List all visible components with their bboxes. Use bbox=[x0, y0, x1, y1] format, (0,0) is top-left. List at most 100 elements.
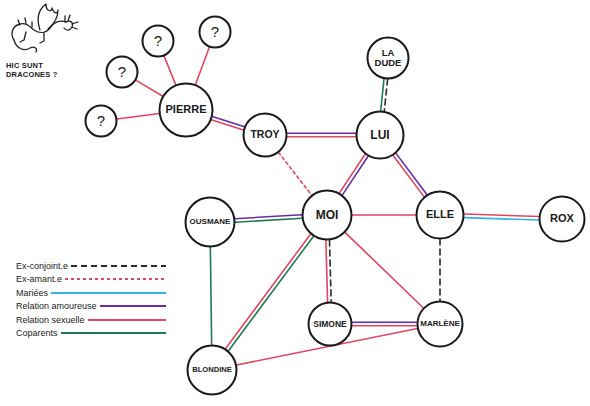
relation-line bbox=[210, 247, 211, 345]
circle-shape bbox=[86, 106, 117, 137]
legend-entry: Relation amoureuse bbox=[16, 300, 166, 314]
legend-entry: Coparents bbox=[16, 327, 166, 341]
legend-line-sample bbox=[71, 265, 166, 267]
relation-line bbox=[352, 325, 417, 327]
circle-shape bbox=[186, 198, 235, 247]
node-label-holder: ? bbox=[141, 24, 175, 58]
node-name: MARLÈNE bbox=[420, 320, 460, 328]
legend-entry: Relation sexuelle bbox=[16, 313, 166, 327]
relation-line bbox=[384, 79, 387, 111]
legend-entry: Ex-amant.e bbox=[16, 273, 166, 287]
node-label-holder: ELLE bbox=[415, 190, 465, 240]
node-label-holder: LUI bbox=[355, 110, 405, 160]
legend-swatch bbox=[100, 302, 166, 310]
legend-line-sample bbox=[61, 332, 166, 334]
node-name: ? bbox=[118, 64, 126, 80]
circle-shape bbox=[303, 191, 352, 240]
dragon-jaw bbox=[72, 22, 78, 29]
node-label-holder: ? bbox=[105, 55, 139, 89]
node-label-holder: LA DUDE bbox=[366, 36, 410, 80]
person-circle: ? bbox=[198, 15, 232, 49]
circle-shape bbox=[188, 346, 237, 395]
relation-line bbox=[326, 240, 328, 302]
relation-line bbox=[117, 113, 159, 118]
person-circle: ELLE bbox=[415, 190, 465, 240]
person-circle: BLONDINE bbox=[186, 344, 238, 396]
node-name: ? bbox=[154, 33, 162, 49]
person-circle: LUI bbox=[355, 110, 405, 160]
node-label-holder: ? bbox=[84, 104, 118, 138]
person-circle: OUSMANE bbox=[184, 196, 236, 248]
node-name: ? bbox=[97, 113, 105, 129]
circle-shape bbox=[417, 192, 464, 239]
relation-line bbox=[225, 234, 310, 349]
person-circle: ? bbox=[84, 104, 118, 138]
legend-text: Relation amoureuse bbox=[16, 301, 97, 311]
node-label-holder: MARLÈNE bbox=[416, 300, 464, 348]
circle-shape bbox=[357, 112, 404, 159]
node-label-holder: TROY bbox=[242, 112, 288, 158]
legend-line-sample bbox=[65, 278, 166, 280]
node-name: LA DUDE bbox=[368, 48, 408, 68]
circle-shape bbox=[107, 57, 138, 88]
relation-line bbox=[329, 240, 331, 302]
dragon-wing bbox=[38, 4, 58, 30]
node-name: ELLE bbox=[426, 209, 454, 221]
relation-line bbox=[396, 153, 427, 195]
legend-swatch bbox=[51, 289, 166, 297]
legend-swatch bbox=[88, 316, 166, 324]
legend-line-sample bbox=[100, 305, 166, 307]
node-label-holder: BLONDINE bbox=[186, 344, 238, 396]
relation-line bbox=[439, 239, 441, 301]
circle-shape bbox=[309, 303, 352, 346]
relation-line bbox=[287, 132, 356, 134]
note-label: HIC SUNT DRACONES ? bbox=[6, 62, 68, 79]
node-label-holder: PIERRE bbox=[158, 82, 214, 138]
legend-text: Coparents bbox=[16, 328, 58, 338]
person-circle: MOI bbox=[301, 189, 353, 241]
legend-entry: Ex-conjoint.e bbox=[16, 259, 166, 273]
relation-line bbox=[287, 136, 356, 138]
node-label-holder: SIMONE bbox=[307, 301, 353, 347]
circle-shape bbox=[244, 114, 287, 157]
relation-line bbox=[464, 218, 539, 220]
person-circle: ROX bbox=[538, 195, 586, 243]
legend-text: Ex-amant.e bbox=[16, 274, 62, 284]
relation-line bbox=[211, 120, 243, 130]
dragon-horns bbox=[65, 15, 70, 22]
legend-swatch bbox=[65, 275, 166, 283]
legend-text: Ex-conjoint.e bbox=[16, 261, 68, 271]
person-circle: SIMONE bbox=[307, 301, 353, 347]
relation-line bbox=[352, 214, 416, 216]
node-name: OUSMANE bbox=[190, 218, 231, 226]
legend-text: Relation sexuelle bbox=[16, 315, 85, 325]
legend-swatch bbox=[61, 329, 166, 337]
node-name: TROY bbox=[250, 129, 279, 140]
legend-line-sample bbox=[88, 319, 166, 321]
relation-line bbox=[352, 321, 417, 323]
person-circle: LA DUDE bbox=[366, 36, 410, 80]
legend-text: Mariées bbox=[16, 288, 48, 298]
node-label-holder: ? bbox=[198, 15, 232, 49]
relation-line bbox=[345, 232, 423, 308]
relation-line bbox=[195, 47, 209, 85]
node-label-holder: OUSMANE bbox=[184, 196, 236, 248]
circle-shape bbox=[160, 84, 213, 137]
person-circle: PIERRE bbox=[158, 82, 214, 138]
relation-line bbox=[339, 154, 365, 193]
circle-shape bbox=[540, 197, 585, 242]
relation-line bbox=[381, 79, 384, 111]
legend-swatch bbox=[71, 262, 166, 270]
dragon-legs bbox=[20, 32, 44, 43]
person-circle: TROY bbox=[242, 112, 288, 158]
circle-shape bbox=[143, 26, 174, 57]
relation-line bbox=[393, 155, 424, 197]
node-label-holder: ROX bbox=[538, 195, 586, 243]
node-name: PIERRE bbox=[166, 104, 207, 116]
node-name: MOI bbox=[316, 209, 339, 222]
person-circle: ? bbox=[141, 24, 175, 58]
relation-line bbox=[136, 80, 163, 96]
node-label-holder: MOI bbox=[301, 189, 353, 241]
